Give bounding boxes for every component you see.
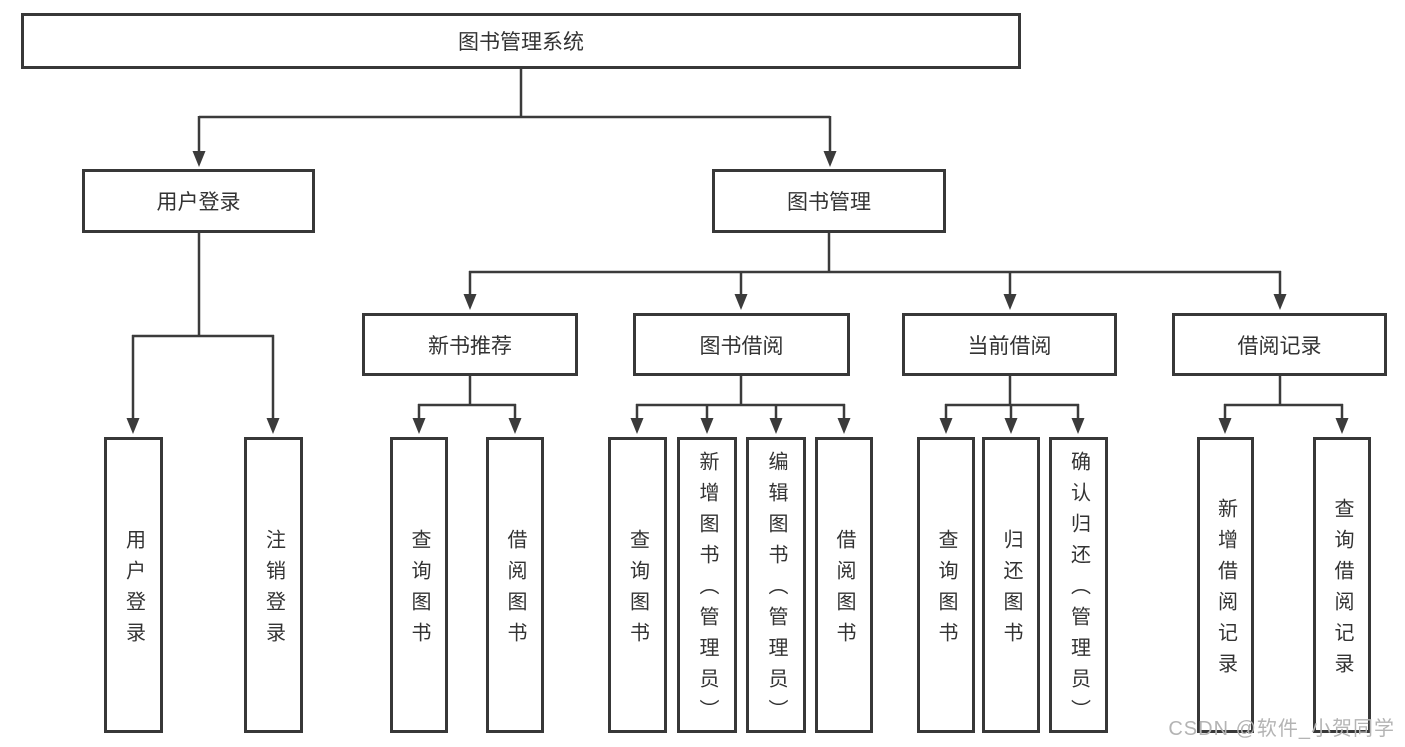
leaf-logout-label: 注销登录 [262, 528, 285, 653]
leaf-query-borrow-record-label: 查询借阅记录 [1331, 497, 1353, 684]
leaf-query-books-2: 查询图书 [608, 437, 667, 733]
leaf-return-books-label: 归还图书 [1000, 528, 1022, 653]
leaf-user-login-label: 用户登录 [122, 528, 145, 653]
node-new-book-recommend-label: 新书推荐 [428, 334, 512, 358]
leaf-logout: 注销登录 [244, 437, 303, 733]
node-new-book-recommend: 新书推荐 [362, 313, 578, 376]
leaf-add-book-admin: 新增图书（管理员） [677, 437, 737, 733]
node-book-management: 图书管理 [712, 169, 946, 233]
leaf-query-borrow-record: 查询借阅记录 [1313, 437, 1371, 733]
leaf-borrow-books-2-label: 借阅图书 [833, 528, 855, 653]
node-current-borrow: 当前借阅 [902, 313, 1117, 376]
leaf-query-books-2-label: 查询图书 [626, 528, 649, 653]
leaf-borrow-books-1-label: 借阅图书 [504, 528, 526, 653]
leaf-query-books-3-label: 查询图书 [935, 528, 957, 653]
leaf-confirm-return-admin: 确认归还（管理员） [1049, 437, 1108, 733]
leaf-query-books-1-label: 查询图书 [408, 528, 430, 653]
leaf-edit-book-admin: 编辑图书（管理员） [746, 437, 806, 733]
leaf-user-login: 用户登录 [104, 437, 163, 733]
node-user-login: 用户登录 [82, 169, 315, 233]
node-book-borrow: 图书借阅 [633, 313, 850, 376]
leaf-confirm-return-admin-label: 确认归还（管理员） [1067, 451, 1090, 730]
leaf-query-books-3: 查询图书 [917, 437, 975, 733]
leaf-borrow-books-1: 借阅图书 [486, 437, 544, 733]
node-book-borrow-label: 图书借阅 [699, 334, 784, 358]
leaf-query-books-1: 查询图书 [390, 437, 448, 733]
node-user-login-label: 用户登录 [156, 191, 241, 214]
node-root-label: 图书管理系统 [458, 31, 584, 54]
node-borrow-records: 借阅记录 [1172, 313, 1387, 376]
leaf-add-borrow-record-label: 新增借阅记录 [1214, 497, 1237, 684]
node-current-borrow-label: 当前借阅 [967, 334, 1052, 358]
leaf-return-books: 归还图书 [982, 437, 1040, 733]
leaf-borrow-books-2: 借阅图书 [815, 437, 873, 733]
leaf-edit-book-admin-label: 编辑图书（管理员） [765, 451, 787, 730]
node-root: 图书管理系统 [21, 13, 1021, 69]
csdn-watermark: CSDN @软件_小贺同学 [1168, 718, 1395, 740]
node-book-management-label: 图书管理 [787, 191, 871, 214]
node-borrow-records-label: 借阅记录 [1237, 334, 1322, 358]
leaf-add-borrow-record: 新增借阅记录 [1197, 437, 1254, 733]
leaf-add-book-admin-label: 新增图书（管理员） [696, 451, 718, 730]
